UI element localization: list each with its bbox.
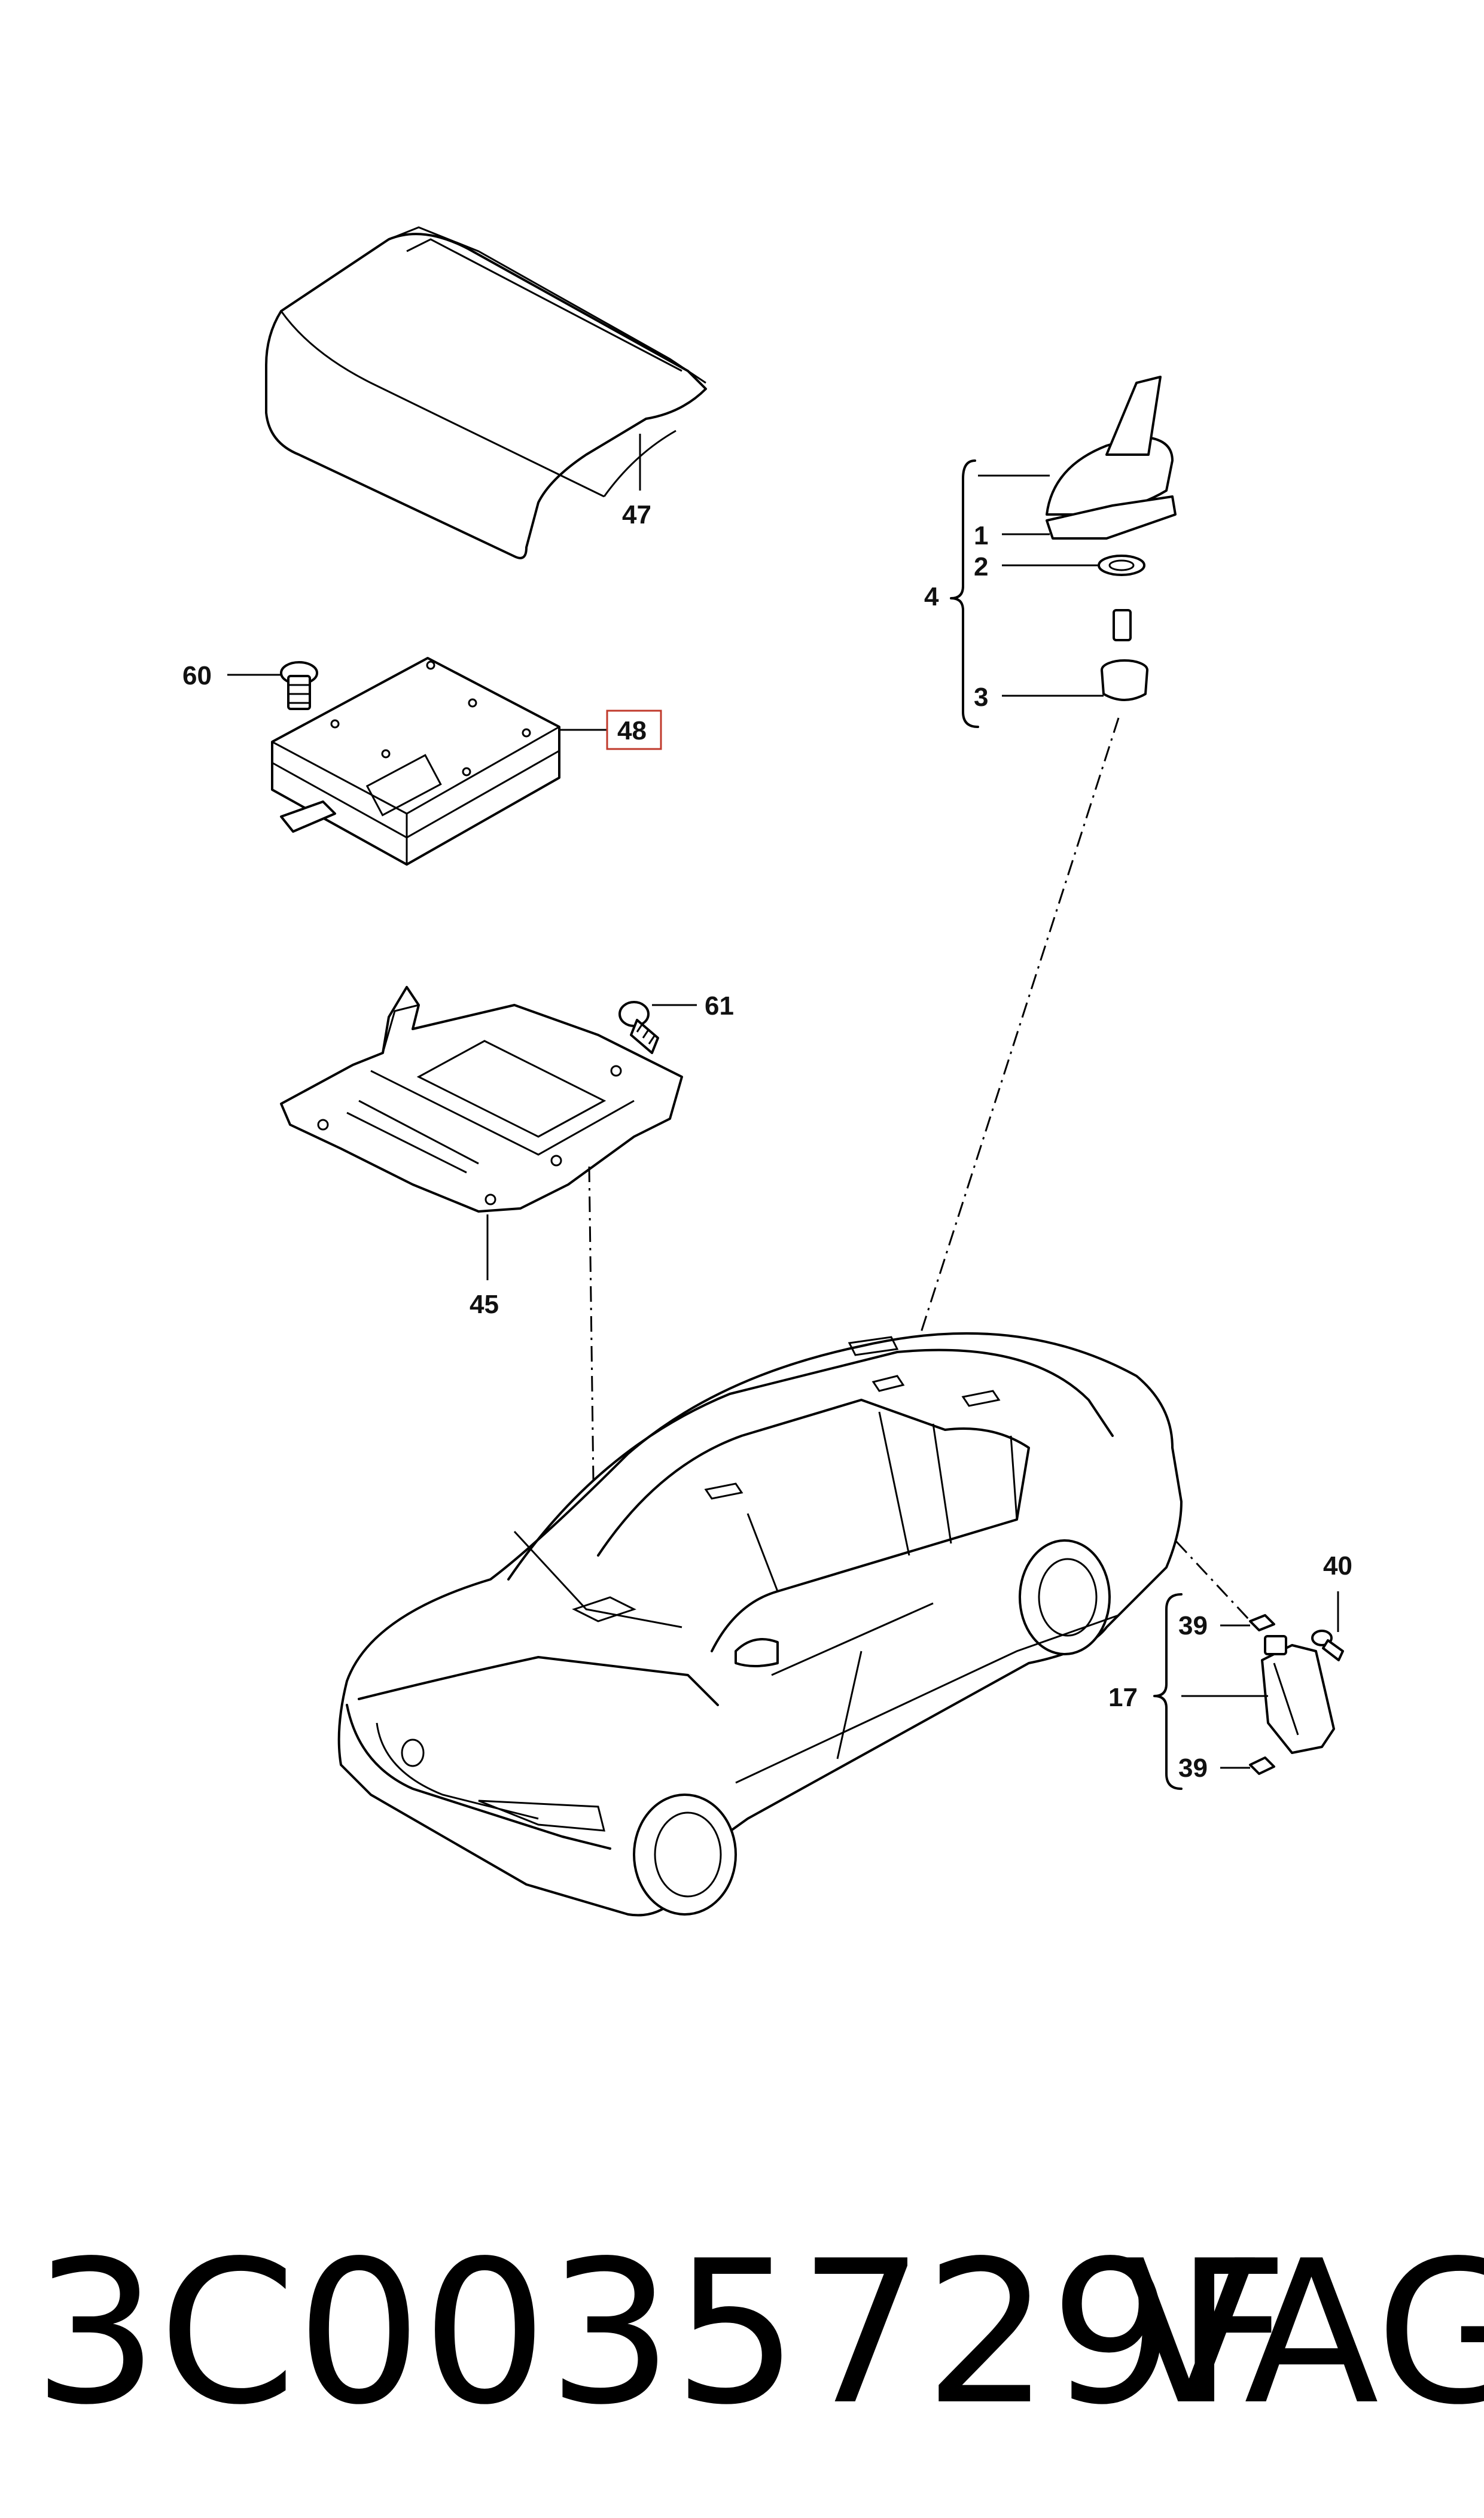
vehicle-outline	[337, 1332, 1183, 1917]
antenna-grommet	[1101, 659, 1148, 701]
group-brace-4	[950, 459, 979, 728]
label-17: 17	[1108, 1683, 1138, 1712]
label-40: 40	[1323, 1551, 1352, 1581]
antenna-washer	[1098, 555, 1145, 576]
control-unit	[271, 657, 560, 866]
label-1: 1	[974, 521, 988, 550]
locator-antenna	[902, 717, 1120, 1389]
armrest	[265, 226, 707, 559]
label-4: 4	[924, 582, 939, 611]
label-47: 47	[622, 500, 651, 529]
label-39-top: 39	[1178, 1611, 1208, 1640]
label-60: 60	[182, 661, 212, 690]
label-2: 2	[974, 552, 988, 581]
clip-39-top	[1249, 1614, 1275, 1631]
label-61: 61	[705, 991, 734, 1021]
highlight-box-48	[606, 710, 662, 750]
clip-39-bottom	[1249, 1756, 1275, 1775]
screw-40	[1311, 1630, 1344, 1661]
label-3: 3	[974, 683, 988, 712]
group-brace-17	[1153, 1593, 1183, 1790]
label-39-bottom: 39	[1178, 1753, 1208, 1783]
antenna-pin	[1113, 609, 1132, 641]
bolt-60	[280, 661, 318, 710]
caption: 3C0035729F VAG	[33, 2213, 1484, 2453]
bracket	[280, 986, 683, 1213]
brand-name: VAG	[1122, 2218, 1484, 2448]
part-number: 3C0035729F	[33, 2218, 1289, 2448]
bolt-61	[618, 1001, 659, 1054]
module	[1261, 1635, 1335, 1754]
label-48: 48	[617, 716, 647, 745]
roof-antenna	[1046, 376, 1177, 540]
label-45: 45	[470, 1290, 499, 1319]
